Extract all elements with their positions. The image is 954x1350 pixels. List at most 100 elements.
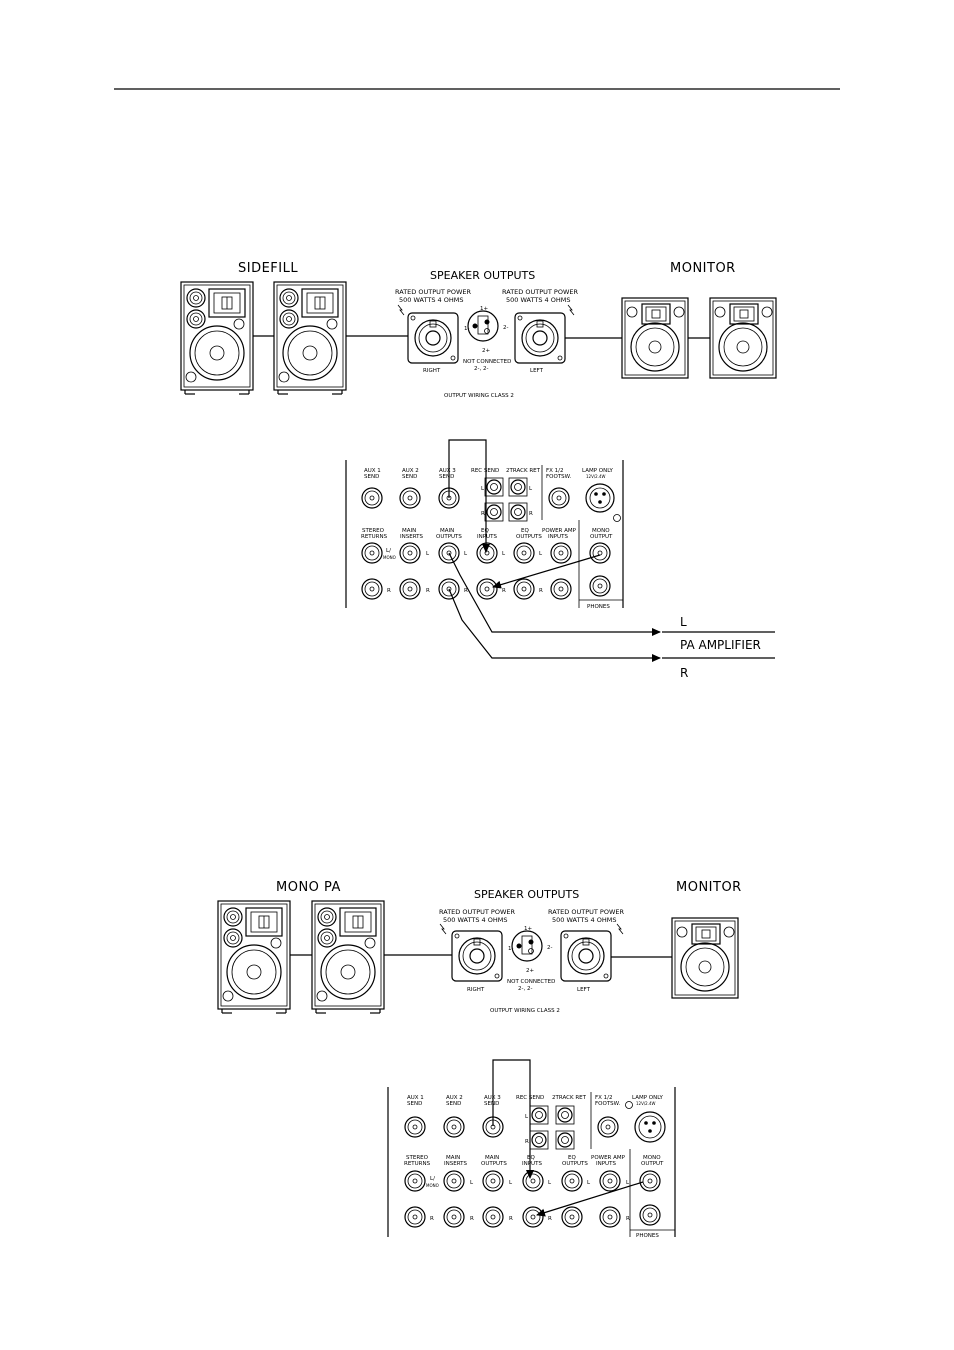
svg-text:500 WATTS 4 OHMS: 500 WATTS 4 OHMS bbox=[399, 296, 463, 304]
svg-text:500 WATTS 4 OHMS: 500 WATTS 4 OHMS bbox=[506, 296, 570, 304]
svg-text:2+: 2+ bbox=[482, 348, 490, 354]
svg-text:1-: 1- bbox=[464, 326, 469, 332]
svg-text:RATED OUTPUT POWER: RATED OUTPUT POWER bbox=[502, 288, 578, 296]
svg-text:INPUTS: INPUTS bbox=[522, 1161, 542, 1167]
svg-text:OUTPUTS: OUTPUTS bbox=[516, 534, 542, 540]
svg-text:R: R bbox=[387, 588, 391, 594]
svg-text:MAIN: MAIN bbox=[446, 1155, 460, 1161]
svg-text:NOT CONNECTED: NOT CONNECTED bbox=[507, 979, 555, 985]
monitor-label-2: MONITOR bbox=[676, 880, 742, 895]
svg-text:L: L bbox=[548, 1180, 552, 1186]
svg-text:EQ: EQ bbox=[568, 1155, 576, 1161]
svg-text:1-: 1- bbox=[508, 946, 513, 952]
svg-text:SEND: SEND bbox=[439, 474, 454, 480]
svg-text:SEND: SEND bbox=[407, 1101, 422, 1107]
svg-text:SEND: SEND bbox=[402, 474, 417, 480]
svg-text:FOOTSW.: FOOTSW. bbox=[595, 1101, 620, 1107]
svg-text:MONO: MONO bbox=[592, 528, 610, 534]
svg-text:500 WATTS 4 OHMS: 500 WATTS 4 OHMS bbox=[443, 916, 507, 924]
svg-text:RATED OUTPUT POWER: RATED OUTPUT POWER bbox=[439, 908, 515, 916]
svg-text:EQ: EQ bbox=[481, 528, 489, 534]
monitor-speaker-2 bbox=[709, 297, 777, 379]
lightning-icon bbox=[397, 304, 405, 316]
svg-text:REC SEND: REC SEND bbox=[471, 468, 499, 474]
sidefill-speaker-2 bbox=[273, 281, 347, 395]
svg-text:MONO: MONO bbox=[383, 555, 396, 560]
monitor-label-1: MONITOR bbox=[670, 261, 736, 276]
sidefill-label: SIDEFILL bbox=[238, 261, 298, 276]
svg-text:NOT CONNECTED: NOT CONNECTED bbox=[463, 359, 511, 365]
svg-text:FOOTSW.: FOOTSW. bbox=[546, 474, 571, 480]
sidefill-speaker-1 bbox=[180, 281, 254, 395]
svg-text:RETURNS: RETURNS bbox=[361, 534, 388, 540]
svg-text:INSERTS: INSERTS bbox=[400, 534, 423, 540]
svg-text:L: L bbox=[426, 551, 430, 557]
output-r-label: R bbox=[680, 666, 688, 680]
svg-text:L: L bbox=[525, 1114, 529, 1120]
svg-text:SEND: SEND bbox=[446, 1101, 461, 1107]
svg-text:OUTPUT: OUTPUT bbox=[641, 1161, 664, 1167]
speakon-left-1 bbox=[514, 312, 566, 364]
speaker-outputs-label-1: SPEAKER OUTPUTS bbox=[430, 269, 535, 282]
mixer-panel-2: AUX 1 SEND AUX 2 SEND AUX 3 SEND REC SEN… bbox=[387, 1087, 676, 1239]
svg-text:2-, 2-: 2-, 2- bbox=[474, 366, 488, 372]
svg-text:MAIN: MAIN bbox=[485, 1155, 499, 1161]
svg-text:12V/2.4W: 12V/2.4W bbox=[586, 474, 606, 479]
svg-text:L: L bbox=[539, 551, 543, 557]
svg-text:EQ: EQ bbox=[527, 1155, 535, 1161]
svg-text:PHONES: PHONES bbox=[587, 604, 610, 610]
svg-text:R: R bbox=[509, 1216, 513, 1222]
svg-text:2-, 2-: 2-, 2- bbox=[518, 986, 532, 992]
svg-text:SEND: SEND bbox=[364, 474, 379, 480]
svg-text:AUX 1: AUX 1 bbox=[364, 468, 381, 474]
svg-text:LEFT: LEFT bbox=[530, 368, 544, 374]
svg-text:R: R bbox=[470, 1216, 474, 1222]
svg-text:L: L bbox=[470, 1180, 474, 1186]
svg-text:R: R bbox=[426, 588, 430, 594]
svg-text:RETURNS: RETURNS bbox=[404, 1161, 431, 1167]
svg-text:MAIN: MAIN bbox=[402, 528, 416, 534]
svg-text:RIGHT: RIGHT bbox=[423, 368, 441, 374]
svg-text:INPUTS: INPUTS bbox=[596, 1161, 616, 1167]
svg-text:FX 1/2: FX 1/2 bbox=[595, 1095, 613, 1101]
monitor-speaker-3 bbox=[671, 917, 739, 999]
svg-text:2-: 2- bbox=[547, 945, 552, 951]
svg-text:R: R bbox=[529, 511, 533, 517]
mono-pa-speaker-1 bbox=[217, 900, 291, 1014]
svg-text:INPUTS: INPUTS bbox=[477, 534, 497, 540]
svg-text:LAMP ONLY: LAMP ONLY bbox=[582, 468, 614, 474]
svg-text:R: R bbox=[464, 588, 468, 594]
svg-text:OUTPUT: OUTPUT bbox=[590, 534, 613, 540]
svg-text:500 WATTS 4 OHMS: 500 WATTS 4 OHMS bbox=[552, 916, 616, 924]
svg-text:R: R bbox=[626, 1216, 630, 1222]
speakon-left-2 bbox=[560, 930, 612, 982]
lightning-icon bbox=[439, 923, 447, 935]
svg-text:R: R bbox=[481, 511, 485, 517]
svg-text:AUX 2: AUX 2 bbox=[402, 468, 419, 474]
svg-text:L: L bbox=[464, 551, 468, 557]
svg-text:RATED OUTPUT POWER: RATED OUTPUT POWER bbox=[395, 288, 471, 296]
svg-text:MONO: MONO bbox=[643, 1155, 661, 1161]
mixer-panel-1: AUX 1 SEND AUX 2 SEND AUX 3 SEND REC SEN… bbox=[345, 460, 624, 610]
svg-text:L: L bbox=[587, 1180, 591, 1186]
svg-text:2-: 2- bbox=[503, 325, 508, 331]
speakon-right-1 bbox=[407, 312, 459, 364]
svg-text:INSERTS: INSERTS bbox=[444, 1161, 467, 1167]
svg-text:L: L bbox=[481, 486, 485, 492]
svg-text:L/: L/ bbox=[386, 548, 391, 554]
svg-text:EQ: EQ bbox=[521, 528, 529, 534]
svg-text:R: R bbox=[502, 588, 506, 594]
svg-text:POWER AMP: POWER AMP bbox=[591, 1155, 626, 1161]
svg-text:R: R bbox=[539, 588, 543, 594]
svg-text:OUTPUTS: OUTPUTS bbox=[436, 534, 462, 540]
svg-text:R: R bbox=[525, 1139, 529, 1145]
svg-text:FX 1/2: FX 1/2 bbox=[546, 468, 564, 474]
svg-text:AUX 3: AUX 3 bbox=[439, 468, 456, 474]
svg-text:OUTPUT WIRING CLASS 2: OUTPUT WIRING CLASS 2 bbox=[444, 393, 514, 399]
mono-pa-label: MONO PA bbox=[276, 880, 341, 895]
svg-text:SEND: SEND bbox=[484, 1101, 499, 1107]
svg-text:2TRACK RET: 2TRACK RET bbox=[552, 1095, 587, 1101]
diagram-1-cables: L PA AMPLIFIER R bbox=[448, 439, 775, 680]
svg-text:RATED OUTPUT POWER: RATED OUTPUT POWER bbox=[548, 908, 624, 916]
